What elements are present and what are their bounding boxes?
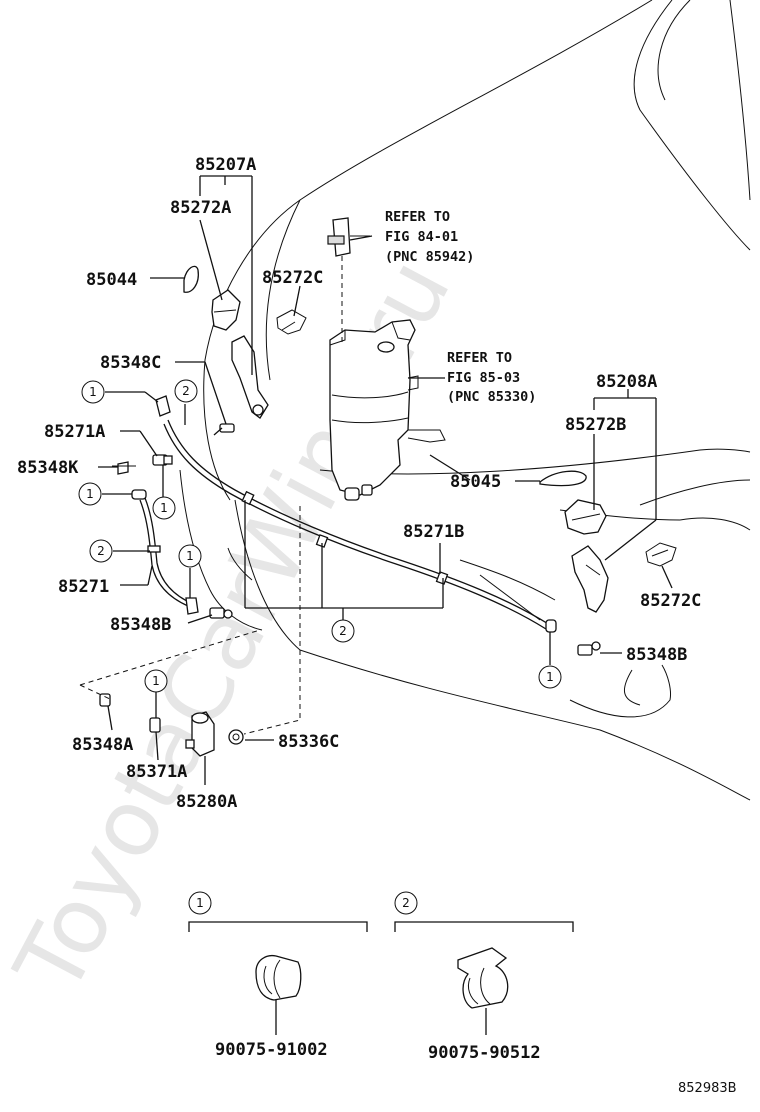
plug-85348C bbox=[213, 423, 235, 436]
svg-text:1: 1 bbox=[186, 549, 194, 563]
svg-text:1: 1 bbox=[546, 670, 554, 684]
hose-85371A bbox=[149, 717, 161, 733]
pump-85280A bbox=[185, 711, 215, 757]
hose-85271A bbox=[152, 454, 173, 466]
clip-85272C-top bbox=[276, 309, 307, 335]
ref-note-2-line1: REFER TO bbox=[447, 350, 512, 366]
label-85348B-right: 85348B bbox=[626, 645, 687, 665]
label-85271B: 85271B bbox=[403, 522, 464, 542]
label-85348K: 85348K bbox=[17, 458, 79, 478]
label-85336C: 85336C bbox=[278, 732, 339, 752]
grommet-85336C bbox=[228, 729, 244, 745]
label-85272C-top: 85272C bbox=[262, 268, 323, 288]
ref-note-1-line2: FIG 84-01 bbox=[385, 229, 458, 245]
clip-85272C-right bbox=[645, 542, 677, 567]
svg-text:2: 2 bbox=[402, 896, 410, 910]
callout-2-a: 2 bbox=[174, 379, 198, 403]
callout-1-e: 1 bbox=[538, 665, 562, 689]
legend-clip-2: 2 90075-90512 bbox=[394, 891, 574, 1063]
ref-note-2-line2: FIG 85-03 bbox=[447, 370, 520, 386]
label-85348A: 85348A bbox=[72, 735, 133, 755]
svg-text:1: 1 bbox=[160, 501, 168, 515]
label-85044: 85044 bbox=[86, 270, 137, 290]
label-90075-91002: 90075-91002 bbox=[215, 1040, 328, 1060]
hose-85271 bbox=[131, 489, 199, 615]
svg-text:1: 1 bbox=[86, 487, 94, 501]
label-85272C-right: 85272C bbox=[640, 591, 701, 611]
label-85348B-left: 85348B bbox=[110, 615, 171, 635]
svg-text:1: 1 bbox=[152, 674, 160, 688]
label-85371A: 85371A bbox=[126, 762, 187, 782]
svg-text:2: 2 bbox=[97, 544, 105, 558]
plug-85348A bbox=[99, 693, 111, 707]
connector-85942 bbox=[327, 217, 370, 257]
pump-area-dash bbox=[79, 629, 261, 686]
nozzle-85208A bbox=[564, 499, 609, 613]
joint-85348K bbox=[112, 461, 136, 475]
callout-1-d: 1 bbox=[178, 544, 202, 568]
label-85208A: 85208A bbox=[596, 372, 657, 392]
nozzle-85207A bbox=[211, 289, 269, 419]
figure-id: 852983B bbox=[678, 1081, 737, 1096]
plug-85348B-right bbox=[577, 641, 601, 656]
label-85280A: 85280A bbox=[176, 792, 237, 812]
grommet-dash bbox=[243, 506, 301, 735]
ref-note-1-line1: REFER TO bbox=[385, 209, 450, 225]
svg-text:2: 2 bbox=[182, 384, 190, 398]
ref-note-2-line3: (PNC 85330) bbox=[447, 389, 536, 405]
cover-85045 bbox=[539, 470, 587, 487]
leader-lines bbox=[98, 175, 673, 785]
ref-note-1-line3: (PNC 85942) bbox=[385, 249, 474, 265]
callout-1-b: 1 bbox=[78, 482, 102, 506]
label-90075-90512: 90075-90512 bbox=[428, 1043, 541, 1063]
legend-callout-2: 2 bbox=[394, 891, 418, 915]
svg-text:1: 1 bbox=[196, 896, 204, 910]
label-85045: 85045 bbox=[450, 472, 501, 492]
label-85207A: 85207A bbox=[195, 155, 256, 175]
cover-85044 bbox=[183, 265, 199, 293]
callout-2-c: 2 bbox=[331, 619, 355, 643]
label-85272A: 85272A bbox=[170, 198, 231, 218]
callout-1-c: 1 bbox=[152, 496, 176, 520]
plug-85348B-left bbox=[209, 607, 233, 619]
label-85271: 85271 bbox=[58, 577, 109, 597]
svg-text:2: 2 bbox=[339, 624, 347, 638]
svg-text:1: 1 bbox=[89, 385, 97, 399]
label-85272B: 85272B bbox=[565, 415, 626, 435]
label-85271A: 85271A bbox=[44, 422, 105, 442]
hose-85271B bbox=[155, 395, 557, 633]
callout-1-f: 1 bbox=[144, 669, 168, 693]
callout-2-b: 2 bbox=[89, 539, 113, 563]
legend-callout-1: 1 bbox=[188, 891, 212, 915]
callout-1-a: 1 bbox=[81, 380, 105, 404]
label-85348C: 85348C bbox=[100, 353, 161, 373]
legend-clip-1: 1 90075-91002 bbox=[188, 891, 368, 1060]
washer-tank bbox=[329, 319, 446, 501]
pump-area-dash-2 bbox=[79, 684, 113, 701]
